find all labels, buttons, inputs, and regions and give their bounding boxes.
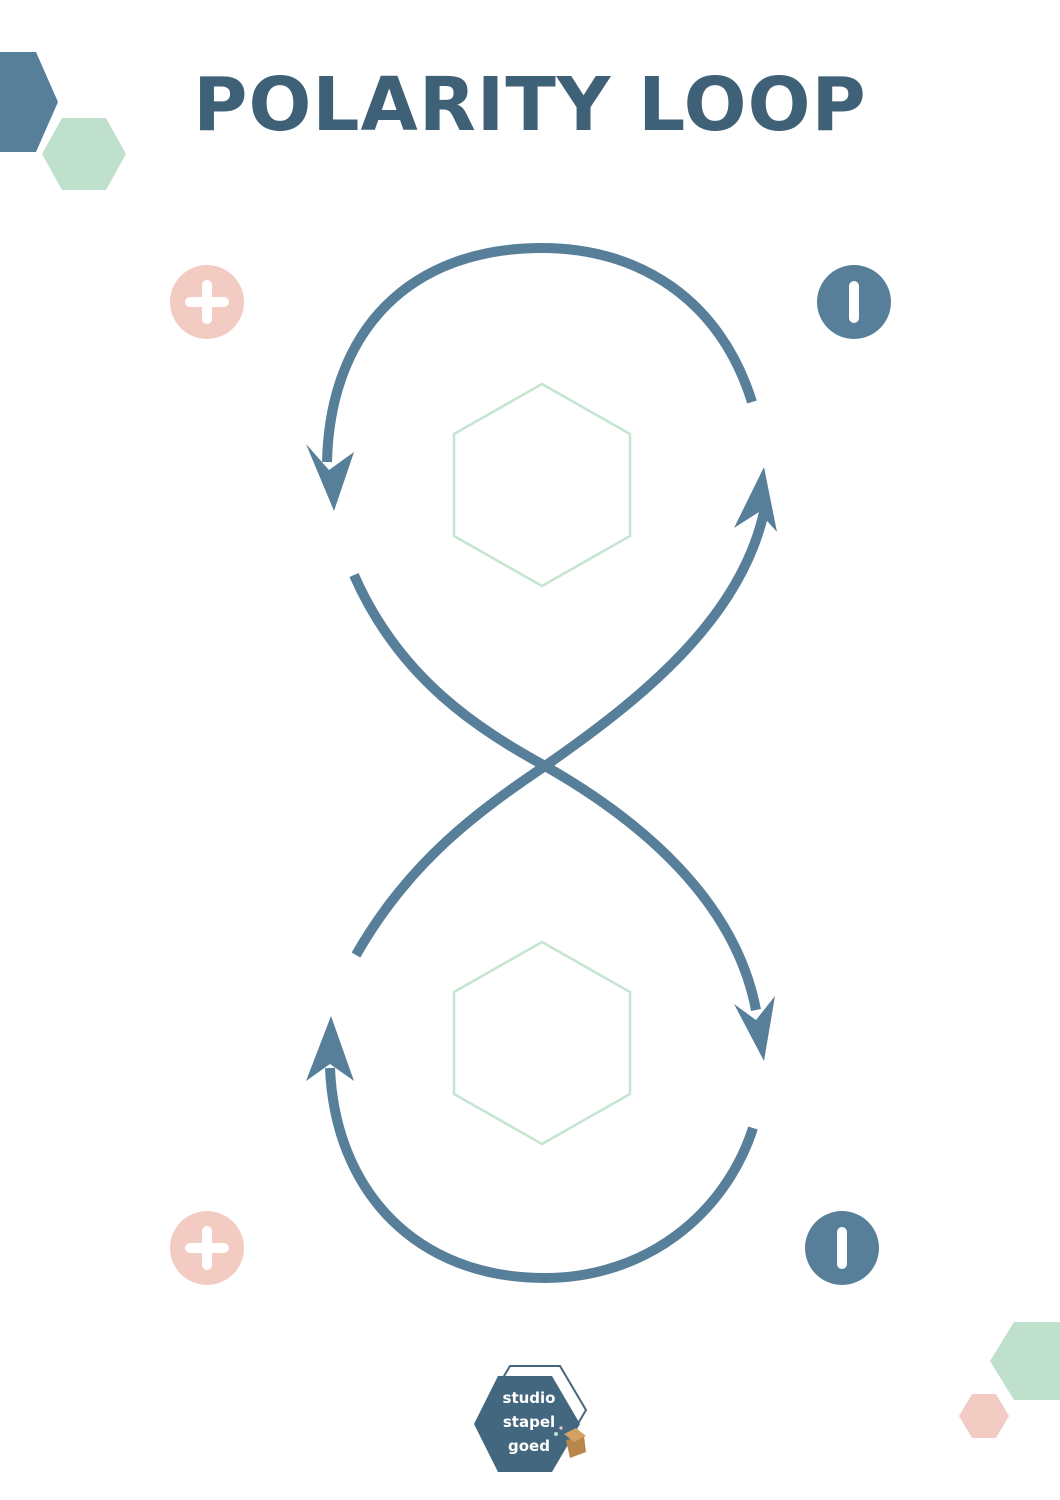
- corner-hexagon-dark: [0, 52, 58, 152]
- pole-top-right: [817, 265, 891, 339]
- corner-hexagon-pink-bottom: [959, 1394, 1009, 1438]
- bottom-arc-arrow: [325, 1067, 758, 1284]
- corner-hexagon-mint-bottom: [990, 1322, 1060, 1400]
- arrowhead-bottom-left-up: [306, 1016, 354, 1081]
- pole-top-left: [170, 265, 244, 339]
- pole-bottom-left: [170, 1211, 244, 1285]
- studio-stapel-goed-logo: [474, 1365, 588, 1472]
- top-arc-arrow: [322, 242, 757, 463]
- page-title: POLARITY LOOP: [193, 62, 867, 148]
- logo-line-3: goed: [508, 1437, 550, 1455]
- arrowhead-top-left-down: [306, 444, 354, 511]
- cross-strand-up-right: [351, 510, 769, 958]
- logo-line-2: stapel: [502, 1413, 556, 1431]
- upper-hexagon-outline: [452, 382, 632, 588]
- pole-bottom-right: [805, 1211, 879, 1285]
- lower-hexagon-outline: [452, 940, 632, 1146]
- logo-line-1: studio: [502, 1389, 556, 1407]
- corner-hexagon-mint: [42, 118, 126, 190]
- arrowhead-upper-right-up: [734, 467, 777, 532]
- arrowhead-lower-right-down: [734, 996, 775, 1061]
- logo-text: studio stapel goed: [488, 1386, 570, 1458]
- logo-hexagon: [474, 1376, 580, 1472]
- box-icon: [554, 1426, 586, 1458]
